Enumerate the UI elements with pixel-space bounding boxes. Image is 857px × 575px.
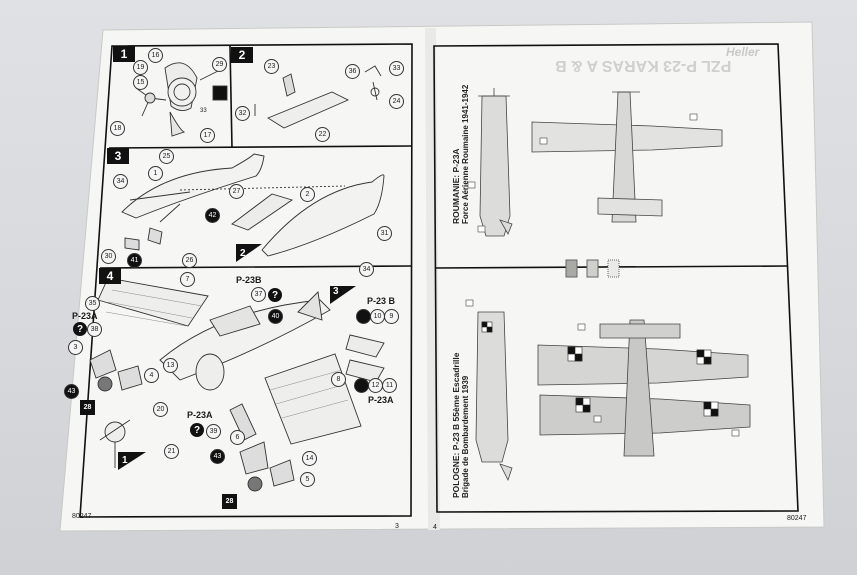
part-18: 18 <box>110 121 125 136</box>
part-42: 42 <box>205 208 220 223</box>
part-5: 5 <box>300 472 315 487</box>
part-27: 27 <box>229 184 244 199</box>
part-33: 33 <box>389 61 404 76</box>
part-23: 23 <box>264 59 279 74</box>
part-9: 9 <box>384 309 399 324</box>
half-dot-icon <box>356 309 371 324</box>
part-36: 36 <box>345 64 360 79</box>
part-41: 41 <box>127 253 142 268</box>
ref-arrow-1 <box>118 452 146 470</box>
poland-aircraft-planform <box>537 319 751 457</box>
poland-caption-line1: POLOGNE: P-23 B 55ème Escadrille <box>451 352 461 498</box>
part-35: 35 <box>85 296 100 311</box>
part-30: 30 <box>101 249 116 264</box>
part-8: 8 <box>331 372 346 387</box>
part-20: 20 <box>153 402 168 417</box>
part-34-left: 34 <box>113 174 128 189</box>
variant-p23a-mid: P-23A <box>187 410 213 420</box>
part-4: 4 <box>144 368 159 383</box>
part-15: 15 <box>133 75 148 90</box>
romania-caption-line2: Force Aérienne Roumaine 1941-1942 <box>461 84 470 224</box>
question-icon-top: ? <box>268 288 282 302</box>
step3-fuselage-drawing <box>121 153 385 257</box>
part-2: 2 <box>300 187 315 202</box>
romania-caption-line1: ROUMANIE: P-23A <box>451 148 461 224</box>
header-title-ghost: PZL P-23 KARAS A & B <box>555 57 732 74</box>
variant-p23b-right: P-23 B <box>367 296 396 306</box>
part-22: 22 <box>315 127 330 142</box>
part-32: 32 <box>235 106 250 121</box>
part-31: 31 <box>377 226 392 241</box>
swatch-grey <box>565 259 578 278</box>
brand-logo-ghost: Heller <box>726 45 760 59</box>
left-footer-code: 80247 <box>72 513 92 520</box>
step1-engine-drawing <box>135 62 228 137</box>
part-16: 16 <box>148 48 163 63</box>
variant-p23a-right: P-23A <box>368 395 394 405</box>
variant-p23b-top: P-23B <box>236 275 262 285</box>
part-25: 25 <box>159 149 174 164</box>
part-6: 6 <box>230 430 245 445</box>
part-10: 10 <box>370 309 385 324</box>
left-footer-page: 3 <box>395 523 399 530</box>
romania-aircraft-profile <box>478 88 513 237</box>
step-number-2: 2 <box>231 47 253 63</box>
step2-cockpit-drawing <box>254 65 382 129</box>
ref-label-3: 3 <box>333 286 339 297</box>
part-38: 38 <box>87 322 102 337</box>
step-number-1: 1 <box>113 46 135 62</box>
right-footer-code: 80247 <box>787 515 807 522</box>
half-dot-icon-2 <box>354 378 369 393</box>
part-19: 19 <box>133 60 148 75</box>
part-28-right: 28 <box>222 494 237 509</box>
right-footer-page: 4 <box>433 524 437 531</box>
part-29: 29 <box>212 57 227 72</box>
part-24: 24 <box>389 94 404 109</box>
ref-arrow-3 <box>330 286 356 304</box>
part-11: 11 <box>382 378 397 393</box>
ref-arrow-2 <box>236 244 262 262</box>
part-40: 40 <box>268 309 283 324</box>
part-39: 39 <box>206 424 221 439</box>
ref-label-2: 2 <box>240 248 246 259</box>
checker-insignia <box>481 321 719 417</box>
part-33-s1: 33 <box>200 108 207 114</box>
part-12: 12 <box>368 378 383 393</box>
romania-aircraft-planform <box>531 91 723 223</box>
part-43-right: 43 <box>210 449 225 464</box>
poland-caption-line2: Brigade de Bombardement 1939 <box>461 375 470 498</box>
step-number-3: 3 <box>107 148 129 164</box>
question-icon-mid: ? <box>190 423 204 437</box>
part-21: 21 <box>164 444 179 459</box>
part-7: 7 <box>180 272 195 287</box>
part-28-left: 28 <box>80 400 95 415</box>
part-26: 26 <box>182 253 197 268</box>
ref-label-1: 1 <box>122 455 128 466</box>
part-37: 37 <box>251 287 266 302</box>
question-icon-left: ? <box>73 322 87 336</box>
poland-aircraft-profile <box>475 311 513 482</box>
variant-p23a-left: P-23A <box>72 311 98 321</box>
swatch-light <box>586 259 599 278</box>
part-34-right: 34 <box>359 262 374 277</box>
part-17: 17 <box>200 128 215 143</box>
part-1: 1 <box>148 166 163 181</box>
swatch-hatched <box>607 259 620 278</box>
callout-boxes <box>465 113 740 437</box>
part-43-left: 43 <box>64 384 79 399</box>
part-13: 13 <box>163 358 178 373</box>
part-3: 3 <box>68 340 83 355</box>
step-number-4: 4 <box>99 268 121 284</box>
part-14: 14 <box>302 451 317 466</box>
